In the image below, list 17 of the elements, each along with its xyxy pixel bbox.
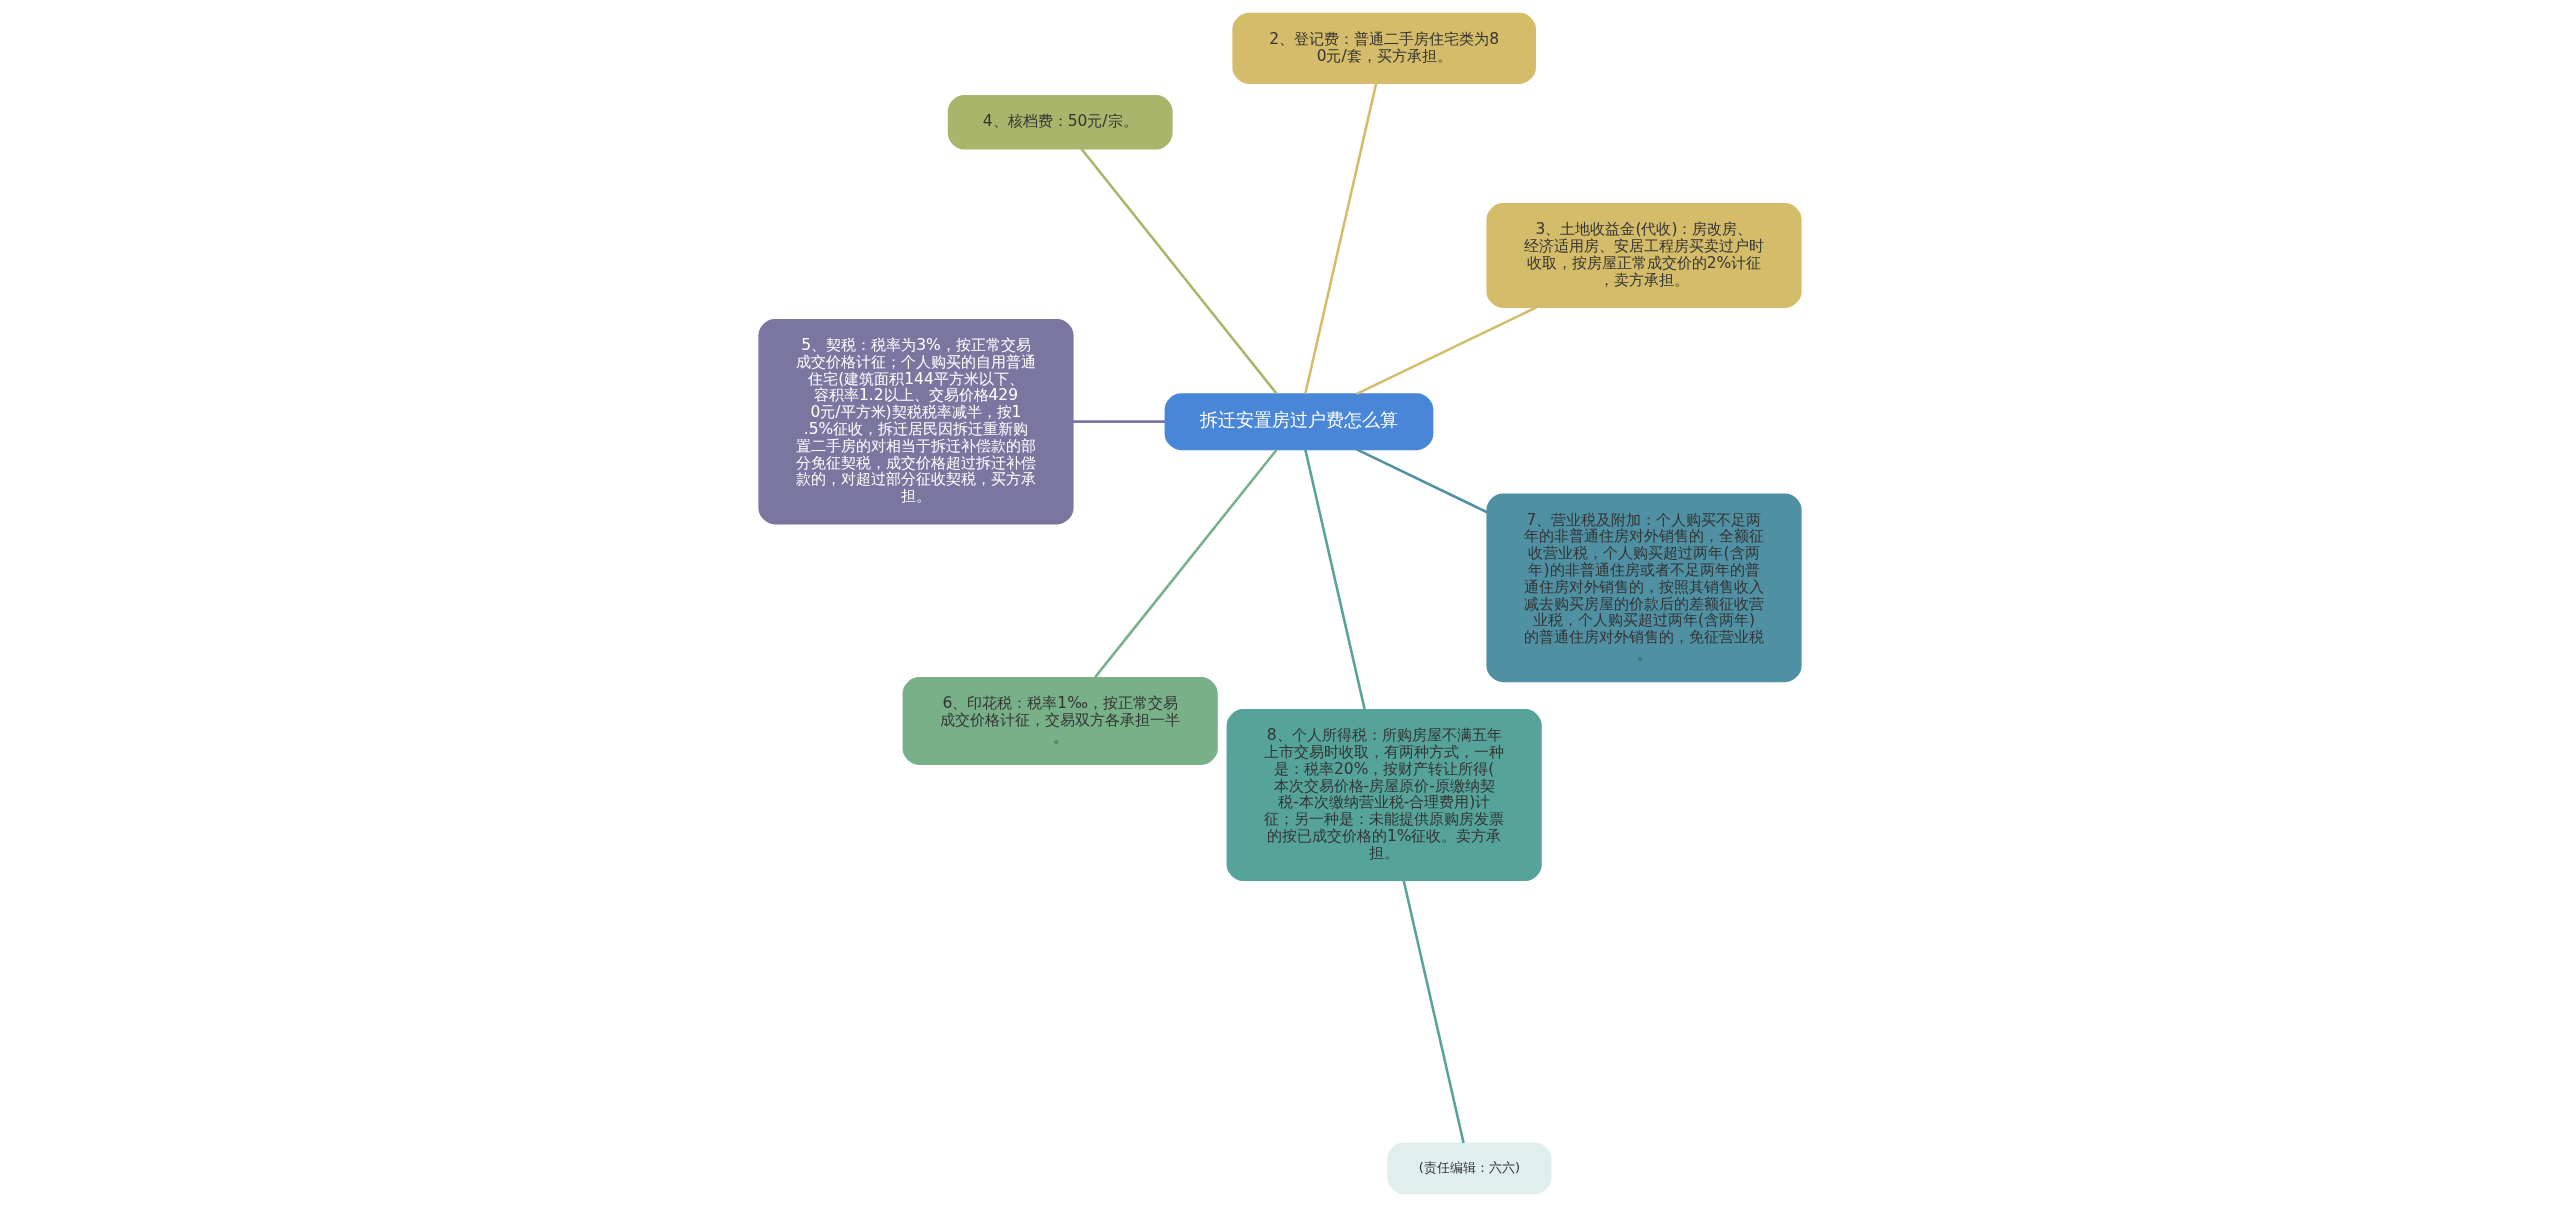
node-box: 拆迁安置房过户费怎么算 [1164, 393, 1434, 451]
node-box: (责任编辑：六六) [1387, 1142, 1552, 1195]
node-box: 2、登记费：普通二手房住宅类为80元/套，买方承担。 [1232, 12, 1536, 84]
connector [1072, 420, 1165, 423]
node-box: 4、核档费：50元/宗。 [947, 95, 1173, 150]
node-box: 7、营业税及附加：个人购买不足两年的非普通住房对外销售的，全额征收营业税，个人购买超过两年(含两年)的非普通住房或者不足两年的普通住房对外销售的，按照其销售收入减去购买房屋的价款后的差额征收营业税，个人购买超过两年(含两年)的普通住房对外销售的，免征营业税。 [1486, 493, 1802, 683]
node-box: 3、土地收益金(代收)：房改房、经济适用房、安居工程房买卖过户时收取，按房屋正常成交价的2%计征，卖方承担。 [1486, 203, 1802, 308]
node-box: 6、印花税：税率1‰，按正常交易成交价格计征，交易双方各承担一半。 [902, 677, 1218, 766]
connector [1094, 449, 1278, 679]
connector [1304, 83, 1378, 394]
connector [1356, 306, 1538, 395]
connector [1402, 879, 1465, 1144]
connector [1304, 449, 1366, 711]
node-box: 5、契税：税率为3%，按正常交易成交价格计征；个人购买的自用普通住宅(建筑面积144平方米以下、容积率1.2以上、交易价格4290元/平方米)契税税率减半，按1.5%征收，拆迁居民因拆迁重新购置二手房的对相当于拆迁补偿款的部分免征契税，成交价格超过拆迁补偿款的，对超过部分征收契税，买方承担。 [758, 318, 1074, 525]
connector [1356, 448, 1488, 514]
connector [1080, 148, 1278, 395]
node-box: 8、个人所得税：所购房屋不满五年上市交易时收取，有两种方式，一种是：税率20%，按财产转让所得(本次交易价格-房屋原价-原缴纳契税-本次缴纳营业税-合理费用)计征；另一种是：未能提供原购房发票的按已成交价格的1%征收。卖方承担。 [1226, 709, 1542, 881]
